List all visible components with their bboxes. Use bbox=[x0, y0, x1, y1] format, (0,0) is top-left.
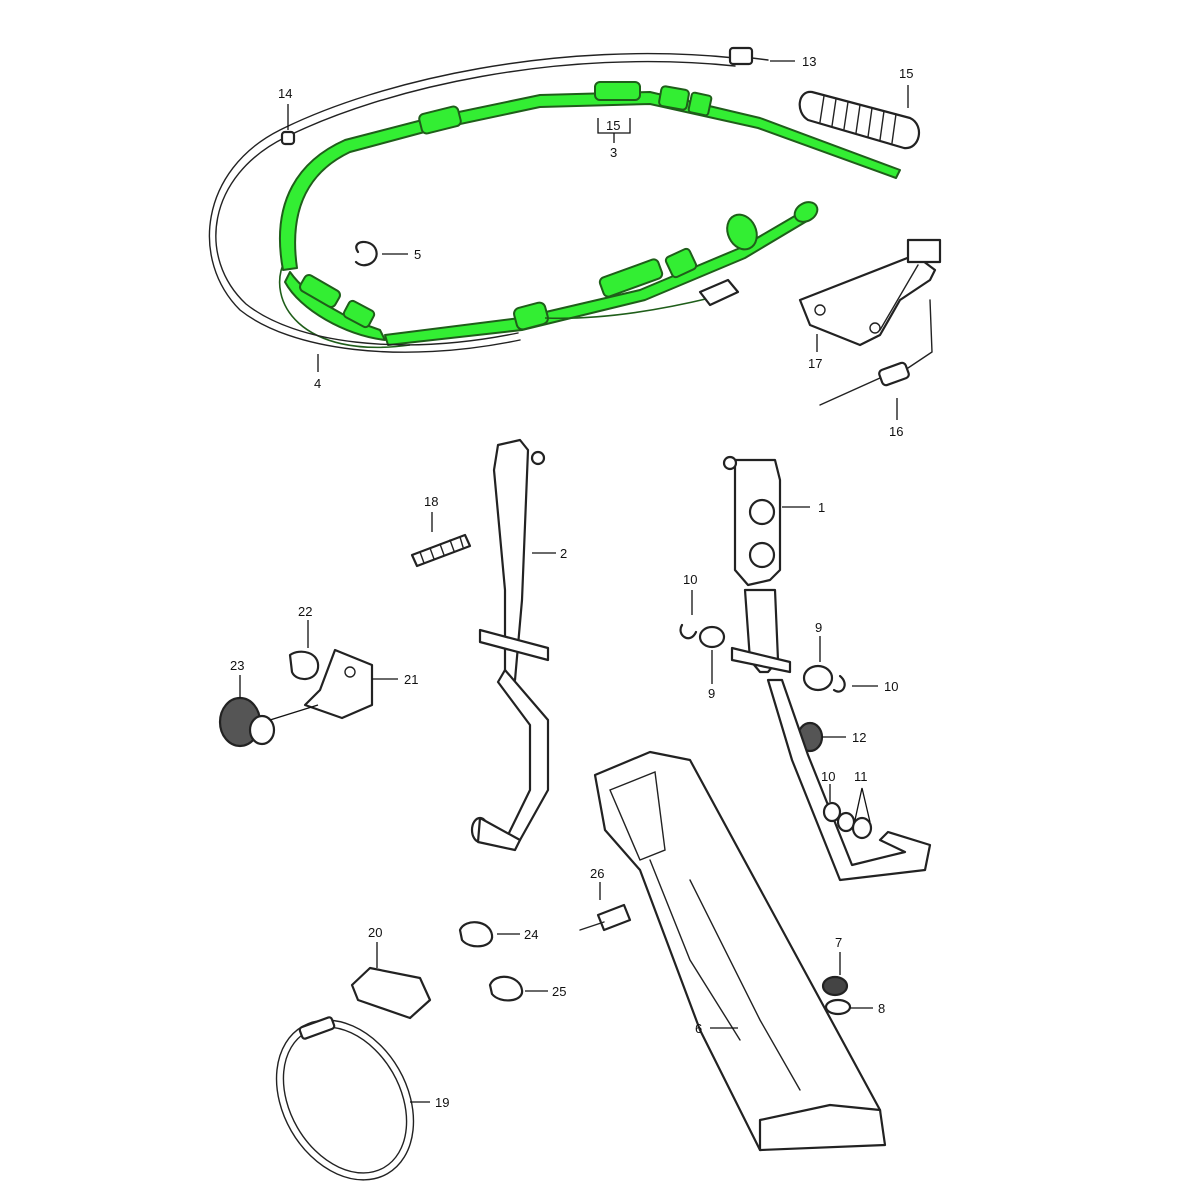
callout-10b: 10 bbox=[884, 679, 898, 694]
callout-11: 11 bbox=[854, 769, 868, 784]
cable-fitting-13[interactable] bbox=[728, 46, 769, 66]
washers-9-10[interactable] bbox=[679, 623, 846, 693]
callout-9b: 9 bbox=[815, 620, 822, 635]
highlighted-cable-assembly[interactable] bbox=[278, 81, 901, 349]
bolt-26[interactable] bbox=[579, 903, 632, 932]
callout-23: 23 bbox=[230, 658, 244, 673]
pedal-bracket-1[interactable] bbox=[722, 455, 782, 674]
callout-10a: 10 bbox=[683, 572, 697, 587]
washer-8[interactable] bbox=[824, 998, 852, 1016]
callout-12: 12 bbox=[852, 730, 866, 745]
pedal-arm-11[interactable] bbox=[766, 678, 932, 882]
outer-cable[interactable] bbox=[208, 52, 736, 353]
callout-4: 4 bbox=[314, 376, 321, 391]
callout-labels: 13 14 15 15 3 5 4 17 16 1 2 18 10 9 9 10… bbox=[230, 54, 913, 1110]
callout-5: 5 bbox=[414, 247, 421, 262]
mount-plate-21[interactable] bbox=[303, 648, 374, 720]
leader-lines bbox=[239, 60, 909, 1103]
callout-15b: 15 bbox=[606, 118, 620, 133]
callout-15a: 15 bbox=[899, 66, 913, 81]
callout-7: 7 bbox=[835, 935, 842, 950]
callout-17: 17 bbox=[808, 356, 822, 371]
callout-24: 24 bbox=[524, 927, 538, 942]
callout-2: 2 bbox=[560, 546, 567, 561]
callout-25: 25 bbox=[552, 984, 566, 999]
spring-16[interactable] bbox=[819, 299, 933, 406]
callout-22: 22 bbox=[298, 604, 312, 619]
callout-1: 1 bbox=[818, 500, 825, 515]
clamp-24[interactable] bbox=[458, 921, 494, 948]
callout-18: 18 bbox=[424, 494, 438, 509]
callout-6: 6 bbox=[695, 1021, 702, 1036]
callout-16: 16 bbox=[889, 424, 903, 439]
callout-10c: 10 bbox=[821, 769, 835, 784]
callout-20: 20 bbox=[368, 925, 382, 940]
callout-3: 3 bbox=[610, 145, 617, 160]
pedal-lever-2[interactable] bbox=[470, 438, 550, 852]
clip-5[interactable] bbox=[354, 240, 378, 267]
grommet-23[interactable] bbox=[218, 696, 276, 748]
bracket-17[interactable] bbox=[798, 238, 942, 347]
callout-8: 8 bbox=[878, 1001, 885, 1016]
clip-block-20[interactable] bbox=[350, 966, 432, 1020]
callout-13: 13 bbox=[802, 54, 816, 69]
clip-22[interactable] bbox=[288, 650, 320, 681]
nut-7[interactable] bbox=[821, 975, 849, 997]
callout-9a: 9 bbox=[708, 686, 715, 701]
spring-18[interactable] bbox=[410, 533, 472, 568]
callout-14: 14 bbox=[278, 86, 292, 101]
hose-clamp-19[interactable] bbox=[249, 995, 441, 1200]
clamp-25[interactable] bbox=[488, 975, 524, 1002]
callout-26: 26 bbox=[590, 866, 604, 881]
bellows-15[interactable] bbox=[798, 90, 921, 150]
accelerator-pedal-6[interactable] bbox=[593, 750, 887, 1152]
callout-21: 21 bbox=[404, 672, 418, 687]
callout-19: 19 bbox=[435, 1095, 449, 1110]
cable-sleeve-14[interactable] bbox=[280, 130, 296, 146]
